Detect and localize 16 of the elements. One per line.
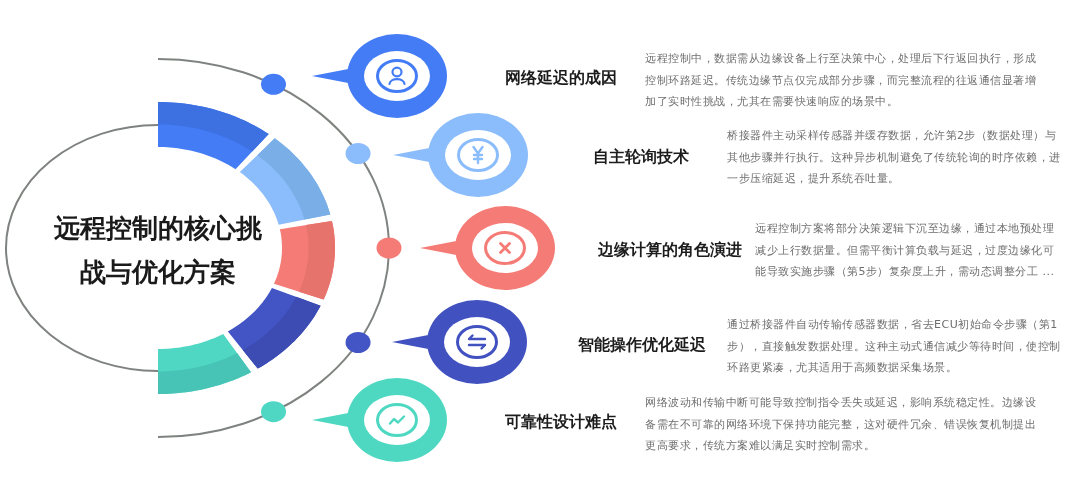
- speech-bubble: [420, 206, 555, 290]
- section-heading: 自主轮询技术: [593, 147, 689, 168]
- description-text: 通过桥接器件自动传输传感器数据，省去ECU初始命令步骤（第1步），直接触发数据处理。这种主动式通信减少等待时间，使控制环路更紧凑，尤其适用于高频数据采集场景。: [727, 317, 1062, 376]
- section-heading: 边缘计算的角色演进: [598, 240, 742, 261]
- section-heading: 网络延迟的成因: [505, 68, 617, 89]
- description-text: 远程控制中，数据需从边缘设备上行至决策中心，处理后下行返回执行，形成控制环路延迟。传统边缘节点仅完成部分步骤，而完整流程的往返通信显著增加了实时性挑战，尤其在需要快速响应的场景中。: [645, 51, 1037, 110]
- center-title: 远程控制的核心挑战与优化方案: [53, 212, 263, 289]
- speech-bubble: [393, 113, 528, 197]
- section-heading: 智能操作优化延迟: [578, 335, 706, 356]
- description-text: 网络波动和传输中断可能导致控制指令丢失或延迟，影响系统稳定性。边缘设备需在不可靠的网络环境下保持功能完整，这对硬件冗余、错误恢复机制提出更高要求，传统方案难以满足实时控制需求。: [645, 395, 1037, 454]
- description-text: 桥接器件主动采样传感器并缓存数据，允许第2步（数据处理）与其他步骤并行执行。这种异步机制避免了传统轮询的时序依赖，进一步压缩延迟，提升系统吞吐量。: [727, 128, 1062, 187]
- section-heading: 可靠性设计难点: [505, 412, 617, 433]
- description-text: 远程控制方案将部分决策逻辑下沉至边缘，通过本地预处理减少上行数据量。但需平衡计算负载与延迟，过度边缘化可能导致实施步骤（第5步）复杂度上升，需动态调整分工 ...: [755, 221, 1056, 280]
- speech-bubble: [312, 34, 447, 118]
- speech-bubble: [392, 300, 527, 384]
- speech-bubble: [312, 378, 447, 462]
